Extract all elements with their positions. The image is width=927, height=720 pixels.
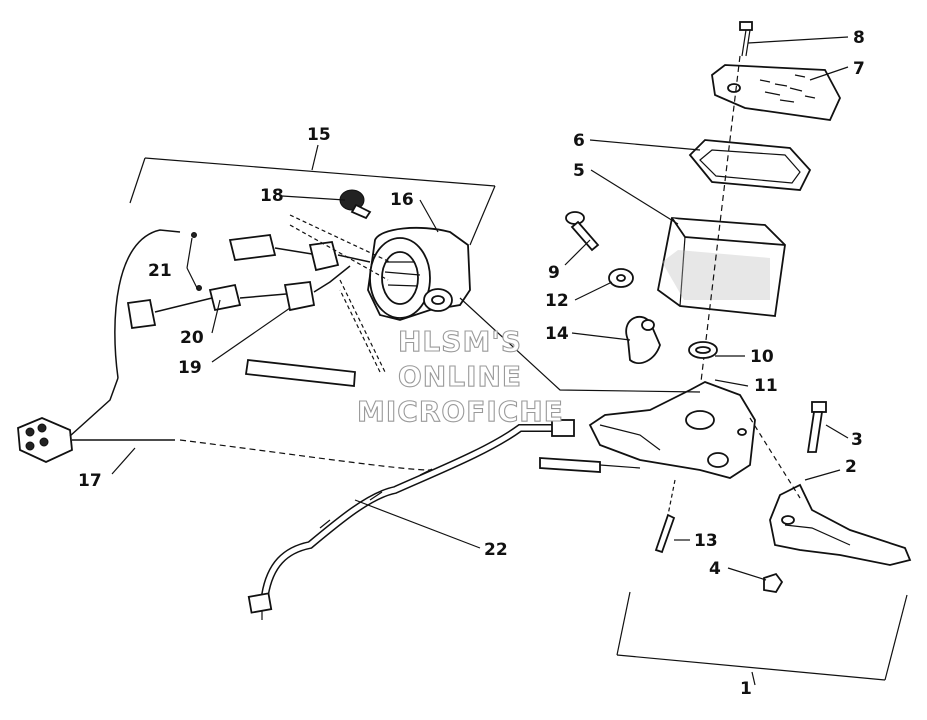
callout-22: 22 — [484, 540, 508, 560]
callout-13: 13 — [694, 531, 718, 551]
part-master-cylinder — [588, 381, 756, 479]
callout-19: 19 — [178, 358, 202, 378]
part-gasket — [688, 139, 812, 191]
callout-16: 16 — [390, 190, 414, 210]
callout-3: 3 — [851, 430, 863, 450]
callout-15: 15 — [307, 125, 331, 145]
part-bolt-3 — [806, 401, 827, 453]
callout-1: 1 — [740, 679, 752, 699]
part-wiring-connectors — [126, 232, 371, 330]
callout-2: 2 — [845, 457, 857, 477]
part-bolt-9 — [565, 211, 600, 252]
callout-7: 7 — [853, 59, 865, 79]
part-washer-12 — [608, 268, 634, 288]
part-harness — [17, 229, 431, 471]
callout-14: 14 — [545, 324, 569, 344]
callout-17: 17 — [78, 471, 102, 491]
part-sleeve — [244, 359, 356, 387]
part-housing — [367, 227, 471, 321]
callout-labels: 1 2 3 4 5 6 7 8 9 10 11 12 13 14 15 16 1… — [78, 28, 865, 699]
callout-11: 11 — [754, 376, 778, 396]
callout-10: 10 — [750, 347, 774, 367]
group-1-bracket — [616, 591, 908, 686]
callout-8: 8 — [853, 28, 865, 48]
callout-20: 20 — [180, 328, 204, 348]
watermark-line-3: MICROFICHE — [357, 395, 564, 428]
part-knob — [339, 189, 372, 220]
part-screw-13 — [654, 479, 676, 554]
part-brake-hose — [247, 419, 641, 620]
part-reservoir — [657, 217, 786, 317]
callout-5: 5 — [573, 161, 585, 181]
callout-6: 6 — [573, 131, 585, 151]
callout-4: 4 — [709, 559, 721, 579]
group-15-bracket — [129, 144, 496, 246]
callout-9: 9 — [548, 263, 560, 283]
watermark-line-1: HLSM'S — [398, 325, 522, 358]
part-brake-lever — [769, 483, 912, 566]
callout-21: 21 — [148, 261, 172, 281]
callout-12: 12 — [545, 291, 569, 311]
callout-18: 18 — [260, 186, 284, 206]
part-screw-8 — [739, 21, 753, 57]
leader-lines — [111, 36, 849, 581]
watermark: HLSM'S ONLINE MICROFICHE — [356, 324, 564, 428]
part-nut — [763, 572, 784, 593]
watermark-line-2: ONLINE — [398, 360, 522, 393]
part-cover-plate — [711, 64, 842, 121]
part-clamp — [625, 316, 661, 365]
part-o-ring — [688, 341, 718, 359]
